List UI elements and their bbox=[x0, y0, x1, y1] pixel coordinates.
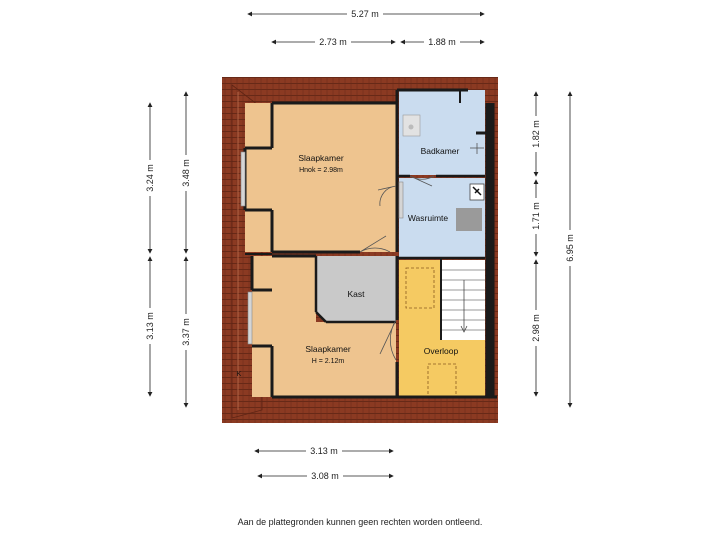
room-labels: Slaapkamer Hnok = 2.98m Badkamer Wasruim… bbox=[237, 146, 460, 378]
dim-left-outer-lower: 3.13 m bbox=[145, 312, 155, 340]
label-kast: Kast bbox=[347, 289, 365, 299]
dim-top-right: 1.88 m bbox=[428, 37, 456, 47]
room-kast bbox=[316, 256, 396, 322]
dim-right-inner-top: 1.82 m bbox=[531, 120, 541, 148]
stair-treads bbox=[441, 269, 485, 333]
dim-top-total: 5.27 m bbox=[351, 9, 379, 19]
dim-bottom-upper: 3.13 m bbox=[310, 446, 338, 456]
label-slaapkamer-top: Slaapkamer bbox=[298, 153, 344, 163]
label-wasruimte: Wasruimte bbox=[408, 213, 449, 223]
walls bbox=[243, 88, 497, 399]
dim-right-inner-mid: 1.71 m bbox=[531, 202, 541, 230]
dim-right-inner-bottom: 2.98 m bbox=[531, 314, 541, 342]
hatch-outlines bbox=[405, 267, 457, 397]
label-badkamer: Badkamer bbox=[421, 146, 460, 156]
dim-left-outer-upper: 3.24 m bbox=[145, 164, 155, 192]
room-slaapkamer-top bbox=[245, 103, 396, 252]
label-overloop: Overloop bbox=[424, 346, 459, 356]
fixtures bbox=[402, 114, 485, 231]
dim-bottom-lower: 3.08 m bbox=[311, 471, 339, 481]
dim-top-left: 2.73 m bbox=[319, 37, 347, 47]
rooms bbox=[245, 90, 485, 397]
dim-left-inner-upper: 3.48 m bbox=[181, 159, 191, 187]
washing-machine-icon bbox=[456, 208, 482, 231]
dimension-labels: 5.27 m 2.73 m 1.88 m 3.13 m 3.08 m 3.24 … bbox=[144, 8, 576, 482]
dim-right-outer: 6.95 m bbox=[565, 234, 575, 262]
label-slaapkamer-top-detail: Hnok = 2.98m bbox=[299, 167, 343, 174]
dim-left-inner-lower: 3.37 m bbox=[181, 318, 191, 346]
label-slaapkamer-bottom-detail: H = 2.12m bbox=[312, 358, 345, 365]
disclaimer-text: Aan de plattegronden kunnen geen rechten… bbox=[237, 517, 483, 527]
marker-k: K bbox=[237, 371, 242, 378]
label-slaapkamer-bottom: Slaapkamer bbox=[305, 344, 351, 354]
doors bbox=[359, 175, 435, 361]
windows bbox=[240, 151, 404, 345]
shower-head-icon bbox=[470, 143, 484, 154]
room-slaapkamer-bottom bbox=[252, 256, 396, 397]
